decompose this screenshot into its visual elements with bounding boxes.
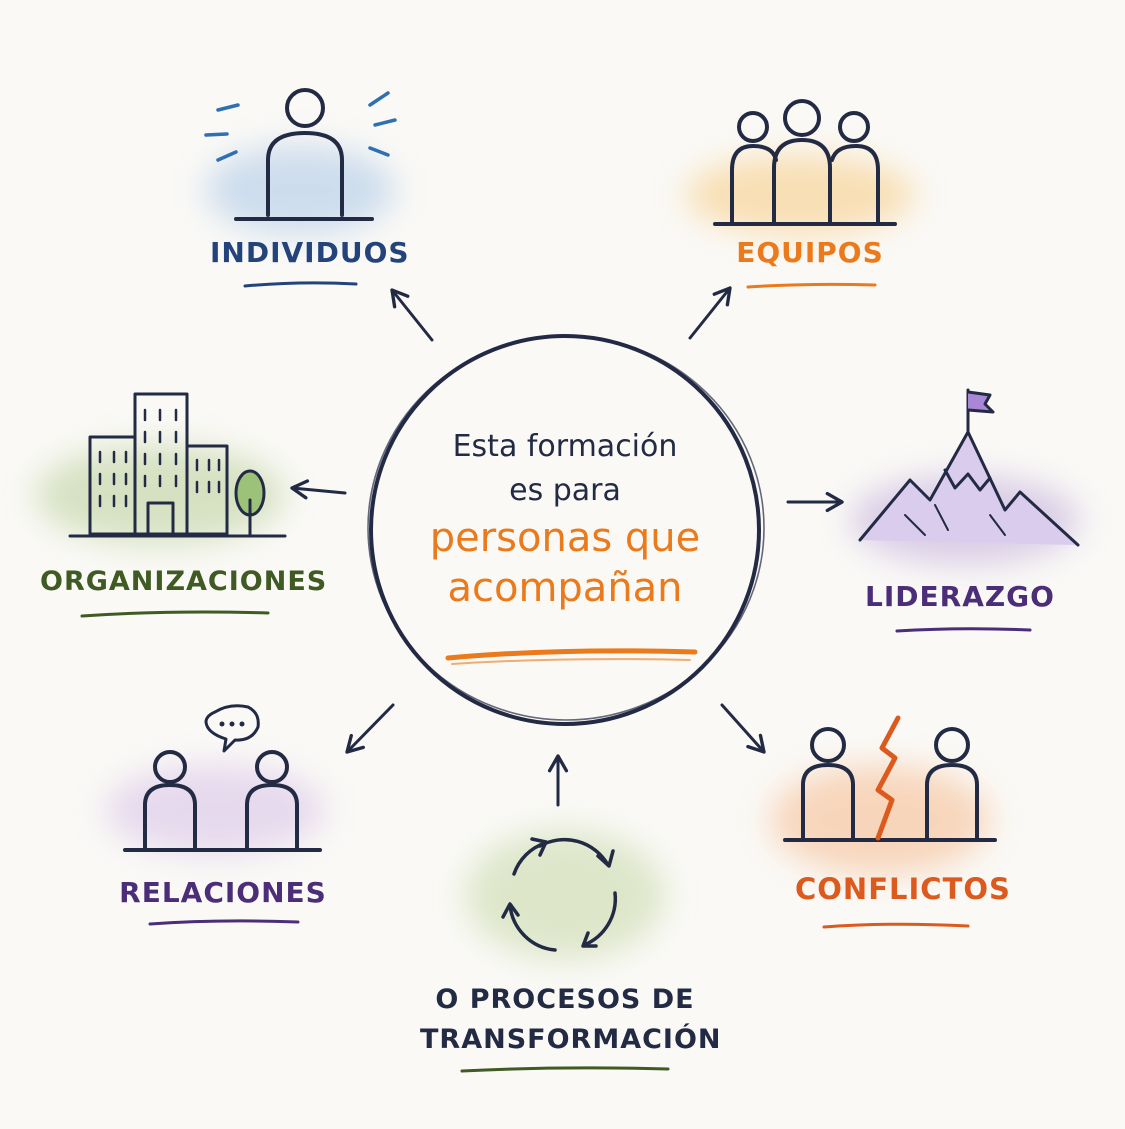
center-line-2: es para [509, 473, 621, 508]
connector-arrows [290, 286, 844, 807]
arrow-to-equipos [688, 286, 732, 340]
label-organizaciones: ORGANIZACIONES [40, 566, 328, 597]
arrow-to-relaciones [345, 703, 395, 754]
center-line-1: Esta formación [452, 429, 678, 464]
center-circle [367, 334, 765, 726]
team-icon [713, 99, 897, 226]
arrow-to-organizaciones [290, 479, 347, 500]
center-message: Esta formación es para personas que acom… [380, 425, 750, 613]
cycle-arrows-icon [501, 837, 618, 952]
arrow-to-individuos [390, 288, 434, 342]
label-conflictos: CONFLICTOS [795, 872, 1011, 906]
person-icon [204, 88, 397, 221]
label-individuos: INDIVIDUOS [210, 236, 410, 269]
conversation-icon [123, 704, 322, 852]
lightning-icon [875, 715, 901, 841]
center-highlight-1: personas que [429, 515, 701, 561]
mountain-flag-icon [858, 388, 1080, 547]
arrow-to-conflictos [720, 703, 766, 754]
label-procesos-line1: O PROCESOS DE [435, 984, 695, 1015]
label-procesos-line2: TRANSFORMACIÓN [420, 1024, 722, 1055]
label-relaciones: RELACIONES [119, 876, 327, 909]
label-equipos: EQUIPOS [736, 236, 884, 269]
label-liderazgo: LIDERAZGO [865, 580, 1055, 613]
center-highlight-2: acompañan [447, 565, 683, 611]
center-underline [445, 648, 698, 661]
conflict-icon [783, 715, 997, 842]
label-underlines [80, 281, 1032, 1073]
building-icon [68, 392, 287, 538]
